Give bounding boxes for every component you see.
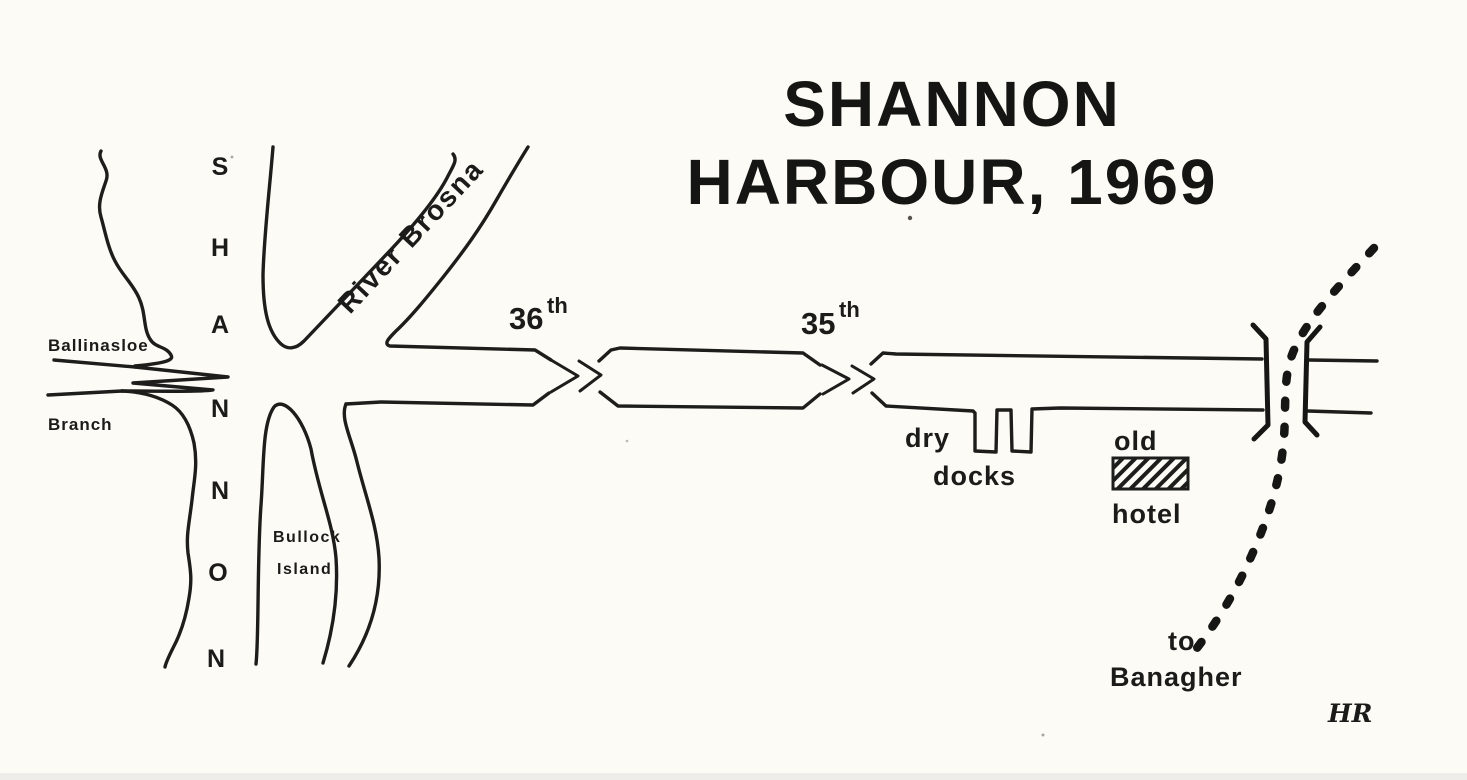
bullock-island-label-line2: Island [277,561,332,578]
canal-bottom-right-drydocks-path [870,391,1265,454]
ballinasloe-label-line1: Ballinasloe [48,336,149,355]
ballinasloe-branch-lower-bank-path [46,389,124,397]
canal-top-right-path [869,351,1264,366]
artist-initials: HR [1327,699,1372,728]
lock-35-label: 35 th [801,297,860,341]
canal-bottom-left-path [344,391,551,407]
map-title-line1: SHANNON [783,68,1121,140]
canal-bottom-mid-path [598,390,822,410]
bridge-east-abutment-path [1302,324,1323,438]
old-hotel-label: old hotel [1112,426,1182,529]
shannon-letter-6: O [208,559,227,587]
lock-36-number: 36 [509,301,543,336]
shannon-letter-3: A [211,311,229,339]
lock-35-gate-inner-path [850,364,876,395]
canal-linework [344,145,1379,454]
dry-docks-label: dry docks [905,423,1016,491]
shannon-east-bank-brosna-west-path [261,145,457,350]
shannon-letter-7: N [207,645,225,673]
scan-edge-strip [0,773,1467,780]
to-banagher-label-line1: to [1168,626,1195,656]
lock-35-gate-outer-path [820,363,851,396]
shannon-letter-5: N [211,477,229,505]
to-banagher-label-line2: Banagher [1110,662,1243,692]
map-title-line2: HARBOUR, 1969 [686,146,1217,218]
road-to-banagher-dashed-path [1192,243,1379,653]
lock-36-label: 36 th [509,293,568,336]
bridge-west-abutment-path [1250,322,1271,442]
ballinasloe-branch-upper-bank-path [52,358,137,369]
ballinasloe-lock-zigzag-path [120,365,230,393]
lock-36-suffix: th [547,293,568,318]
canal-top-mid-path [597,346,822,367]
lock-35-number: 35 [801,306,835,341]
scan-specks [230,155,1045,737]
river-brosna-label: River Brosna [332,153,490,319]
bullock-island-label: Bullock Island [273,529,341,578]
canal-top-far-right-path [1307,358,1379,363]
bullock-island-label-line1: Bullock [273,529,341,546]
road-bridge-linework [1192,243,1379,653]
brosna-east-canal-top-left-path [385,145,553,362]
lock-35-suffix: th [839,297,860,322]
river-shannon-linework [46,145,457,669]
river-shannon-label: S H A N N O N [207,153,229,673]
ballinasloe-branch-label: Ballinasloe Branch [48,336,149,434]
dry-docks-label-line1: dry [905,423,950,453]
bullock-island-outline-path [254,402,339,666]
lock-36-gate-inner-path [577,359,603,393]
ballinasloe-label-line2: Branch [48,415,113,434]
shannon-west-bank-lower-path [120,389,198,669]
shannon-letter-2: H [211,234,229,262]
east-channel-east-bank-path [342,402,381,668]
canal-bottom-far-right-path [1306,409,1373,415]
shannon-west-bank-upper-path [97,149,174,368]
shannon-letter-4: N [211,395,229,423]
old-hotel-hatched-building [1111,456,1190,491]
to-banagher-label: to Banagher [1110,626,1243,692]
shannon-letter-1: S [212,153,229,181]
dry-docks-label-line2: docks [933,461,1016,491]
old-hotel-label-line1: old [1114,426,1158,456]
bullock-island-linework [254,402,381,668]
old-hotel-label-line2: hotel [1112,499,1182,529]
lock-36-gate-outer-path [549,358,580,394]
map-title: SHANNON HARBOUR, 1969 [686,68,1217,218]
